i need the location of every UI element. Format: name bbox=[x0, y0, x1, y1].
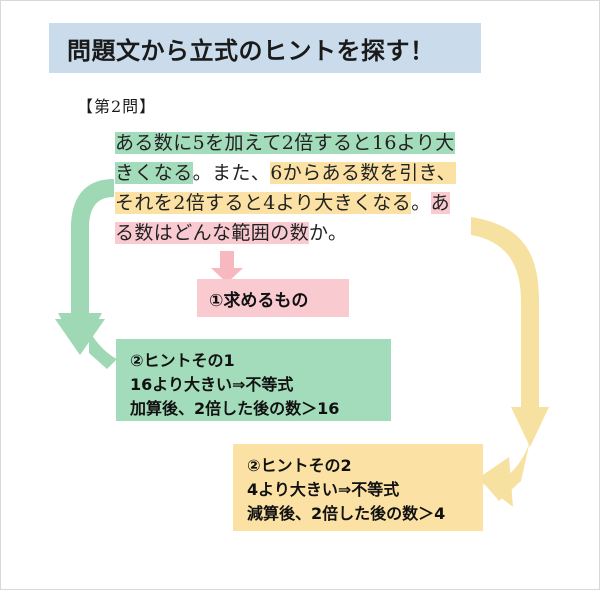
green-curved-arrow bbox=[55, 153, 117, 369]
problem-run-none: か。 bbox=[309, 222, 348, 244]
problem-run-yellow: それを2倍すると4より大きくなる bbox=[115, 192, 412, 214]
hint-box-2-line-3: 減算後、2倍した後の数＞4 bbox=[247, 504, 446, 523]
problem-run-green: ある数に5を加えて2倍すると16より大 bbox=[115, 132, 455, 154]
problem-run-none: 。また、 bbox=[192, 162, 271, 184]
hint-box-1-line-2: 16より大きい⇒不等式 bbox=[130, 375, 294, 394]
problem-run-yellow: 6からある数を引き、 bbox=[270, 162, 456, 184]
problem-run-pink: あ bbox=[430, 192, 451, 214]
problem-line: きくなる。また、6からある数を引き、 bbox=[115, 158, 487, 188]
problem-statement: ある数に5を加えて2倍すると16より大きくなる。また、6からある数を引き、それを… bbox=[115, 128, 487, 248]
problem-run-none: 。 bbox=[411, 192, 431, 214]
hint-box-1-line-1: ②ヒントその1 bbox=[130, 351, 235, 370]
pink-down-arrow bbox=[211, 251, 243, 283]
hint-box-1-line-3: 加算後、2倍した後の数＞16 bbox=[130, 399, 340, 418]
problem-line: それを2倍すると4より大きくなる。あ bbox=[115, 188, 487, 218]
problem-run-pink: る数はどんな範囲の数 bbox=[115, 222, 310, 244]
hint-box-2-line-2: 4より大きい⇒不等式 bbox=[247, 480, 400, 499]
question-label: 【第2問】 bbox=[77, 97, 157, 116]
problem-line: る数はどんな範囲の数か。 bbox=[115, 218, 487, 248]
hint-box-2: ②ヒントその2 4より大きい⇒不等式 減算後、2倍した後の数＞4 bbox=[233, 444, 483, 531]
hint-box-1: ②ヒントその1 16より大きい⇒不等式 加算後、2倍した後の数＞16 bbox=[116, 339, 391, 421]
problem-line: ある数に5を加えて2倍すると16より大 bbox=[115, 128, 487, 158]
page-title: 問題文から立式のヒントを探す！ bbox=[67, 36, 435, 65]
problem-run-green: きくなる bbox=[115, 162, 193, 184]
hint-box-2-line-1: ②ヒントその2 bbox=[247, 456, 352, 475]
target-box-label: ①求めるもの bbox=[209, 290, 309, 311]
target-box: ①求めるもの bbox=[197, 279, 349, 317]
title-banner: 問題文から立式のヒントを探す！ bbox=[49, 23, 481, 73]
